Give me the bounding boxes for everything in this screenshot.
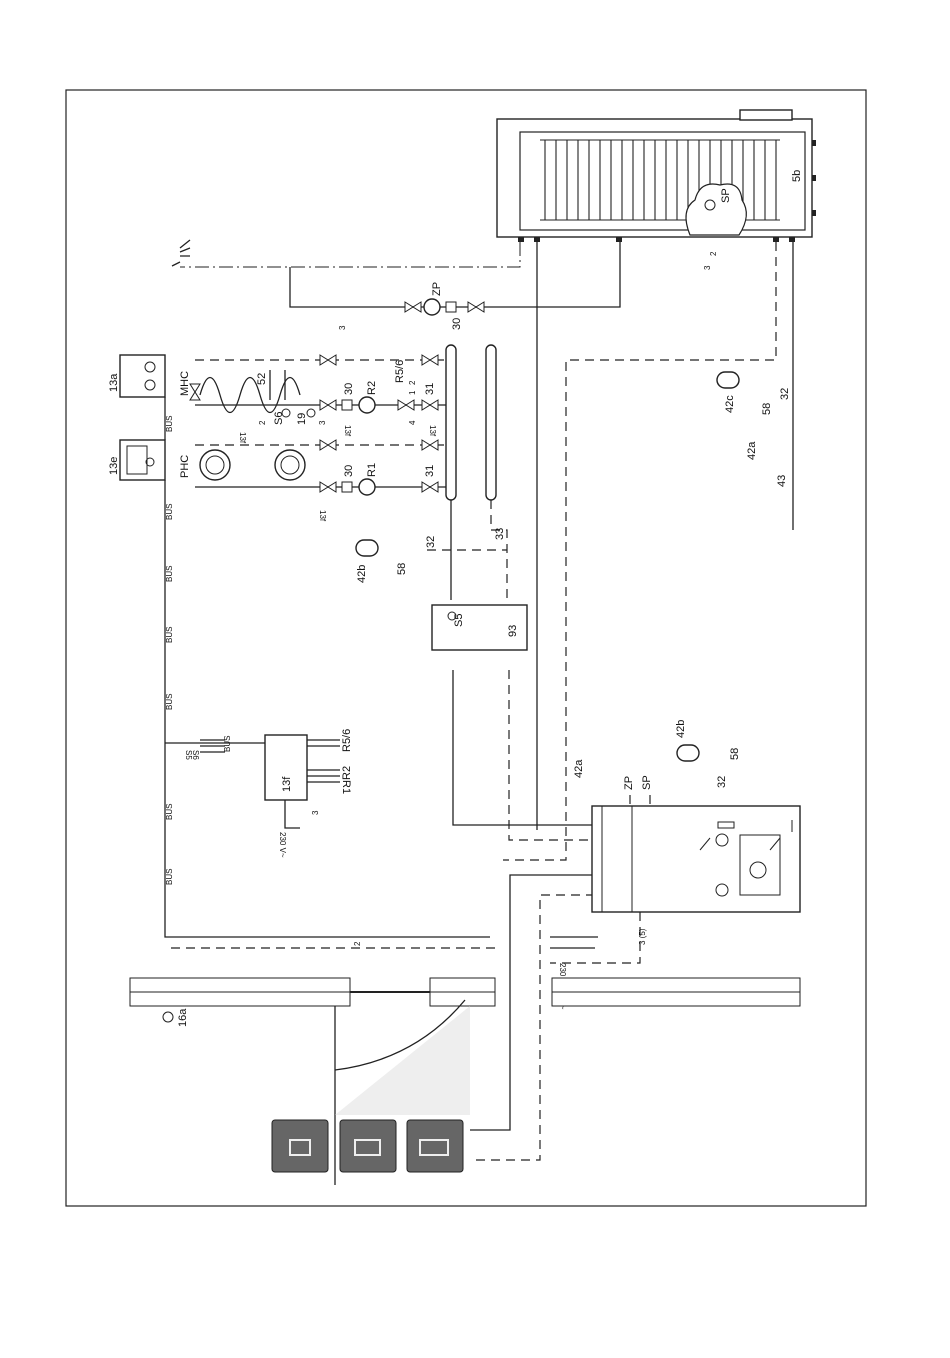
svg-text:58: 58 xyxy=(761,403,773,415)
pump-r2-icon: R2 xyxy=(359,381,378,413)
svg-text:BUS: BUS xyxy=(165,804,174,820)
sensor-s6-icon: S6 xyxy=(273,409,290,425)
svg-text:42b: 42b xyxy=(356,565,368,583)
underfloor-circuit-mhc: MHC xyxy=(179,370,300,413)
svg-text:ZP: ZP xyxy=(623,776,635,790)
svg-text:2: 2 xyxy=(258,420,267,425)
svg-text:R5/6: R5/6 xyxy=(394,360,406,383)
svg-text:31: 31 xyxy=(424,465,436,477)
svg-text:BUS: BUS xyxy=(165,416,174,432)
svg-text:1: 1 xyxy=(408,390,417,395)
svg-text:30: 30 xyxy=(343,465,355,477)
mhc-label: MHC xyxy=(179,371,191,396)
wall-section: 16a xyxy=(130,978,800,1185)
svg-text:31: 31 xyxy=(424,383,436,395)
svg-text:S5: S5 xyxy=(453,614,465,627)
svg-text:33: 33 xyxy=(494,528,506,540)
svg-text:58: 58 xyxy=(396,563,408,575)
svg-text:13f: 13f xyxy=(318,510,327,522)
svg-text:43: 43 xyxy=(776,475,788,487)
hot-water-cylinder: SP 5b xyxy=(497,110,816,242)
boiler-unit xyxy=(592,806,800,912)
svg-text:32: 32 xyxy=(716,776,728,788)
controller-13e-icon: 13e xyxy=(108,440,165,480)
svg-text:30: 30 xyxy=(343,383,355,395)
component-labels: 30 3 2 3 52 30 31 31 30 58 32 42a 43 58 … xyxy=(238,251,791,788)
svg-text:SP: SP xyxy=(641,775,653,790)
svg-text:42c: 42c xyxy=(724,395,736,413)
svg-text:13f: 13f xyxy=(238,432,247,444)
expansion-vessel-42b-bottom-icon: 42b xyxy=(675,720,699,761)
check-valve-icons xyxy=(342,302,456,492)
phc-label: PHC xyxy=(179,455,191,478)
svg-text:2: 2 xyxy=(709,251,718,256)
boiler-wiring: 230 (400) V~ 3 (5) 2 ZP SP 42a xyxy=(165,759,653,1010)
svg-text:230 V~: 230 V~ xyxy=(278,832,287,858)
svg-text:ZP: ZP xyxy=(431,282,443,296)
svg-text:52: 52 xyxy=(256,373,268,385)
svg-text:58: 58 xyxy=(729,748,741,760)
cylinder-sensor-label: SP xyxy=(720,188,732,203)
hydraulic-module-93: S5 93 xyxy=(432,605,527,650)
svg-text:13f: 13f xyxy=(281,776,293,792)
svg-text:R5/6: R5/6 xyxy=(341,729,353,752)
svg-text:S6: S6 xyxy=(273,412,285,425)
svg-text:BUS: BUS xyxy=(165,869,174,885)
controller-13f-icon: 13f xyxy=(265,735,307,800)
svg-text:42a: 42a xyxy=(746,441,758,460)
svg-text:3 (5): 3 (5) xyxy=(638,928,647,945)
svg-text:13f: 13f xyxy=(343,425,352,437)
svg-text:19: 19 xyxy=(296,413,308,425)
pump-r1-icon: R1 xyxy=(359,463,378,495)
valve-icons xyxy=(190,302,484,492)
heat-source-icons xyxy=(272,1120,463,1172)
svg-text:32: 32 xyxy=(779,388,791,400)
svg-text:3: 3 xyxy=(311,810,320,815)
svg-text:93: 93 xyxy=(507,625,519,637)
svg-text:BUS: BUS xyxy=(165,504,174,520)
cylinder-label: 5b xyxy=(791,170,803,182)
pump-zp-icon: ZP xyxy=(424,282,443,315)
svg-text:13e: 13e xyxy=(108,457,120,475)
svg-text:16a: 16a xyxy=(177,1008,189,1027)
svg-text:42a: 42a xyxy=(573,759,585,778)
svg-text:3: 3 xyxy=(338,325,347,330)
svg-text:13f: 13f xyxy=(428,425,437,437)
svg-text:30: 30 xyxy=(451,318,463,330)
svg-text:BUS: BUS xyxy=(165,627,174,643)
svg-text:42b: 42b xyxy=(675,720,687,738)
svg-text:R2: R2 xyxy=(366,381,378,395)
svg-text:4: 4 xyxy=(408,420,417,425)
thermostat-19-icon: 19 xyxy=(296,409,315,425)
svg-text:3: 3 xyxy=(703,265,712,270)
svg-text:R1: R1 xyxy=(366,463,378,477)
svg-text:2: 2 xyxy=(408,380,417,385)
svg-text:2: 2 xyxy=(353,941,362,946)
svg-text:S6: S6 xyxy=(191,750,200,760)
svg-text:BUS: BUS xyxy=(165,694,174,710)
controller-13a-icon: 13a xyxy=(108,355,165,397)
radiator-circuit-phc: PHC xyxy=(179,450,305,480)
svg-text:R2: R2 xyxy=(341,766,353,780)
svg-text:BUS: BUS xyxy=(223,736,232,752)
svg-text:13a: 13a xyxy=(108,373,120,392)
svg-text:32: 32 xyxy=(425,536,437,548)
expansion-vessel-42c-icon: 42c xyxy=(717,372,739,413)
expansion-vessel-42b-top-icon: 42b xyxy=(356,540,378,583)
svg-text:R1: R1 xyxy=(340,780,352,794)
svg-text:BUS: BUS xyxy=(165,566,174,582)
svg-text:3: 3 xyxy=(318,420,327,425)
